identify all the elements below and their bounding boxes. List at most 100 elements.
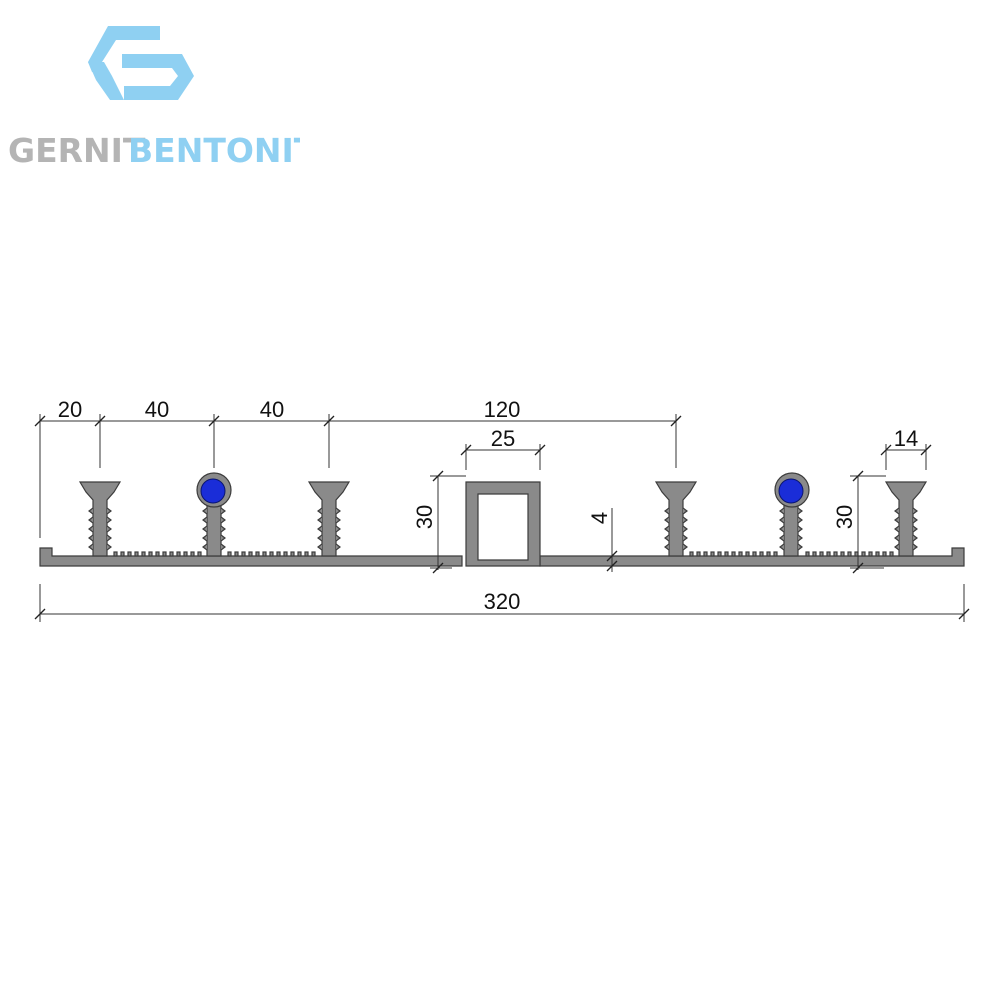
rib-serration <box>894 543 918 551</box>
base-rib-bump <box>197 551 202 557</box>
base-rib-bump <box>752 551 757 557</box>
rib-serration <box>88 507 112 515</box>
dimension-labels: 20 40 40 120 25 14 30 4 30 320 <box>58 397 918 614</box>
rib-serration <box>894 507 918 515</box>
base-rib-bump <box>304 551 309 557</box>
rib-serration <box>894 525 918 533</box>
base-rib-bump <box>241 551 246 557</box>
anchor-rib <box>654 481 698 557</box>
dimension-lines <box>34 414 970 622</box>
base-rib-bump <box>882 551 887 557</box>
center-hollow-bulb <box>465 481 541 567</box>
base-rib-bump <box>269 551 274 557</box>
anchor-rib <box>783 503 799 557</box>
base-rib-bump <box>745 551 750 557</box>
base-rib-bump <box>840 551 845 557</box>
base-rib-bump <box>255 551 260 557</box>
base-rib-bump <box>262 551 267 557</box>
base-rib-bump <box>689 551 694 557</box>
base-rib-bump <box>190 551 195 557</box>
rib-serration <box>317 507 341 515</box>
rib-serration <box>202 525 226 533</box>
base-rib-bump <box>724 551 729 557</box>
base-rib-bump <box>283 551 288 557</box>
rib-serration <box>317 525 341 533</box>
anchor-rib <box>206 503 222 557</box>
rib-serration <box>664 507 688 515</box>
base-rib-bump <box>148 551 153 557</box>
base-rib-bump <box>113 551 118 557</box>
rib-serration <box>202 507 226 515</box>
rib-serration <box>779 516 803 524</box>
base-rib-bump <box>731 551 736 557</box>
rib-serration <box>88 534 112 542</box>
rib-serration <box>317 543 341 551</box>
rib-serration <box>88 525 112 533</box>
base-rib-bump <box>141 551 146 557</box>
profile-base-strip <box>39 547 463 567</box>
bentonite-cord-right <box>778 478 804 504</box>
anchor-rib <box>78 481 122 557</box>
dim-label-30-right: 30 <box>832 505 857 529</box>
rib-serration <box>88 543 112 551</box>
dim-label-40-second: 40 <box>260 397 284 422</box>
base-rib-bump <box>176 551 181 557</box>
logo-hexagon-part <box>122 54 194 100</box>
bentonite-cord-left <box>200 478 226 504</box>
rib-serration <box>894 534 918 542</box>
base-rib-bump <box>134 551 139 557</box>
base-rib-bump <box>889 551 894 557</box>
base-rib-bump <box>819 551 824 557</box>
base-rib-bump <box>812 551 817 557</box>
rib-serration <box>202 543 226 551</box>
dim-label-25: 25 <box>491 426 515 451</box>
base-rib-bump <box>861 551 866 557</box>
base-rib-bump <box>234 551 239 557</box>
logo-hexagon-part <box>88 26 160 72</box>
bentonite-insert-right <box>774 472 810 508</box>
logo-mark-icon <box>88 26 194 100</box>
dim-label-14: 14 <box>894 426 918 451</box>
base-rib-bump <box>120 551 125 557</box>
dim-label-30-center: 30 <box>412 505 437 529</box>
base-rib-bump <box>290 551 295 557</box>
rib-serration <box>202 534 226 542</box>
logo-hexagon-part <box>88 62 124 100</box>
base-rib-bump <box>717 551 722 557</box>
base-rib-bump <box>875 551 880 557</box>
bentonite-insert-left <box>196 472 232 508</box>
base-rib-bump <box>183 551 188 557</box>
rib-serration <box>779 534 803 542</box>
rib-serration <box>664 516 688 524</box>
rib-serration <box>664 534 688 542</box>
base-rib-bump <box>311 551 316 557</box>
base-rib-bump <box>868 551 873 557</box>
dim-label-120: 120 <box>484 397 521 422</box>
profile-cross-section <box>39 472 965 567</box>
company-logo: GERNIT BENTONIT <box>8 26 300 170</box>
base-rib-bump <box>773 551 778 557</box>
brand-word-gernit: GERNIT <box>8 131 146 170</box>
anchor-rib <box>884 481 928 557</box>
base-rib-bump <box>847 551 852 557</box>
rib-serration <box>317 534 341 542</box>
rib-serration <box>894 516 918 524</box>
rib-serration <box>664 543 688 551</box>
rib-serration <box>779 543 803 551</box>
base-rib-bump <box>738 551 743 557</box>
base-rib-bump <box>703 551 708 557</box>
base-rib-bump <box>227 551 232 557</box>
base-rib-bump <box>826 551 831 557</box>
dim-label-4: 4 <box>587 512 612 524</box>
base-rib-bump <box>805 551 810 557</box>
rib-serration <box>779 525 803 533</box>
base-rib-bump <box>169 551 174 557</box>
rib-serration <box>317 516 341 524</box>
dim-label-320: 320 <box>484 589 521 614</box>
rib-serration <box>664 525 688 533</box>
base-rib-bump <box>155 551 160 557</box>
base-rib-bump <box>766 551 771 557</box>
base-rib-bump <box>162 551 167 557</box>
base-rib-bump <box>127 551 132 557</box>
